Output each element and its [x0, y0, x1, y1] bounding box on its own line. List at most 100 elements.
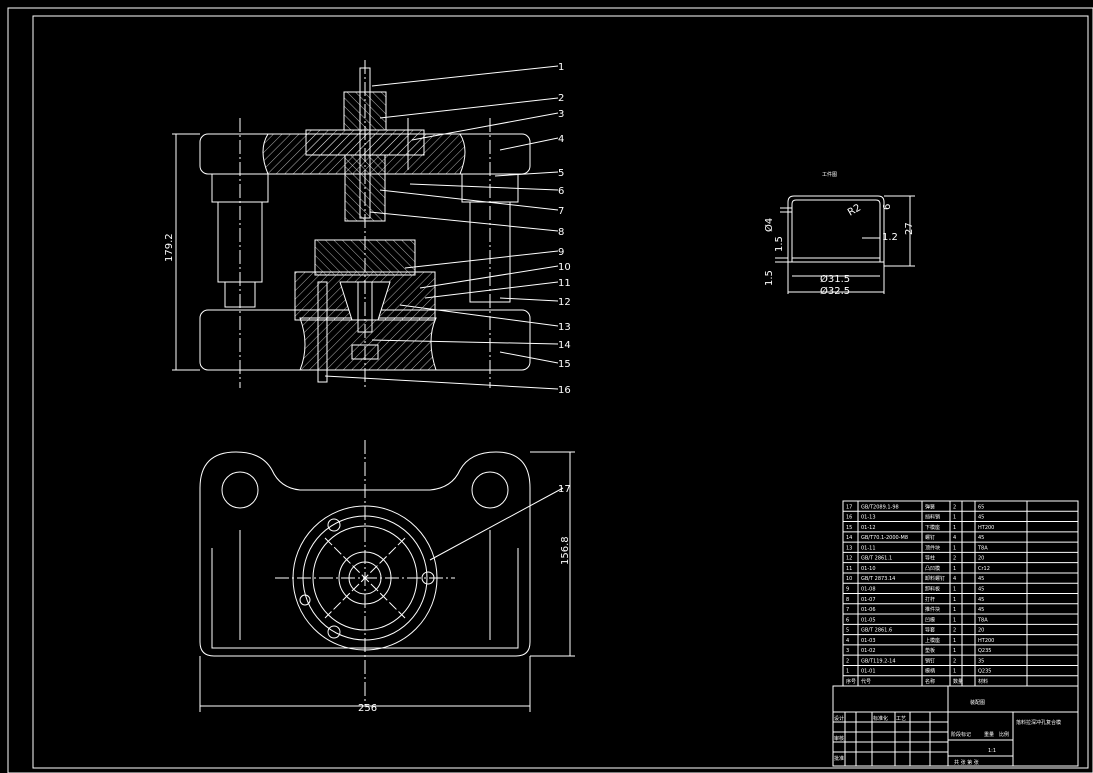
- bom-cell: GB/T2089.1-98: [861, 504, 899, 510]
- bom-cell: 2: [953, 556, 956, 562]
- bom-cell: Cr12: [978, 566, 990, 572]
- bom-cell: HT200: [978, 638, 994, 644]
- bom-cell: 01-08: [861, 587, 876, 593]
- bom-cell: 顶件块: [925, 544, 940, 551]
- bom-cell: 销钉: [925, 657, 935, 664]
- bom-cell: 14: [846, 535, 852, 541]
- bom-cell: 45: [978, 515, 984, 521]
- bom-cell: 导柱: [925, 555, 935, 562]
- bom-cell: 4: [953, 576, 956, 582]
- leader-17: 17: [558, 484, 571, 495]
- bom-cell: 1: [953, 597, 956, 603]
- bom-cell: 下模座: [925, 524, 940, 531]
- leader-16: 16: [558, 385, 571, 396]
- title-block: 装配图 落料拉深冲孔复合模 1:1 共 张 第 张 设计 审核 批准 工艺 标准…: [832, 685, 1079, 767]
- bom-cell: T8A: [977, 545, 988, 551]
- bom-cell: GB/T 2861.1: [861, 556, 892, 562]
- bom-cell: 1: [953, 566, 956, 572]
- bom-cell: 1: [846, 669, 849, 675]
- bom-cell: 9: [846, 587, 849, 593]
- bom-cell: 16: [846, 515, 852, 521]
- bom-cell: 45: [978, 535, 984, 541]
- bom-cell: 垫板: [925, 647, 935, 654]
- bom-cell: 导套: [925, 627, 935, 634]
- bom-cell: 45: [978, 607, 984, 613]
- bom-cell: 2: [953, 504, 956, 510]
- bom-cell: 01-10: [861, 566, 876, 572]
- dim-6: 6: [882, 204, 893, 210]
- bom-cell: Q235: [978, 648, 991, 654]
- title-company: 装配图: [970, 699, 985, 706]
- dim-height-part: 27: [904, 222, 915, 235]
- bom-cell: 3: [846, 648, 849, 654]
- title-approve: 批准: [834, 755, 844, 762]
- leader-4: 4: [558, 134, 564, 145]
- bom-cell: 15: [846, 525, 852, 531]
- bom-cell: GB/T70.1-2000-M8: [861, 535, 908, 541]
- bom-cell: 01-11: [861, 545, 876, 551]
- title-sheet: 共 张 第 张: [954, 759, 979, 766]
- title-weight: 重量: [984, 731, 994, 738]
- bom-cell: 7: [846, 607, 849, 613]
- title-stage: 阶段标记: [951, 731, 971, 738]
- leader-12: 12: [558, 297, 571, 308]
- bom-cell: 13: [846, 545, 852, 551]
- bom-cell: 65: [978, 504, 984, 510]
- bom-cell: Q235: [978, 669, 991, 675]
- leader-15: 15: [558, 359, 571, 370]
- bom-cell: 2: [953, 628, 956, 634]
- bom-cell: 1: [953, 669, 956, 675]
- dim-dia-outer: Ø32.5: [820, 285, 850, 297]
- bom-cell: 01-05: [861, 617, 876, 623]
- leader-7: 7: [558, 206, 564, 217]
- part-leaders: 1 2 3 4 5 6 7 8 9 10 11 12 13 14 15 16: [324, 62, 571, 396]
- bom-cell: 1: [953, 607, 956, 613]
- bom-cell: 2: [846, 658, 849, 664]
- outer-frame: [7, 7, 1093, 773]
- dim-1-2: 1.2: [882, 232, 898, 243]
- part-view-label: 工件图: [822, 171, 837, 178]
- bom-cell: 凹模: [925, 616, 935, 623]
- bom-header-cell: 名称: [925, 678, 935, 685]
- title-checker: 审核: [834, 735, 844, 742]
- leader-6: 6: [558, 186, 564, 197]
- bom-cell: 10: [846, 576, 852, 582]
- bom-cell: GB/T119.2-14: [861, 658, 896, 664]
- dim-radius: R2: [846, 202, 863, 218]
- bom-cell: 1: [953, 648, 956, 654]
- bom-cell: 4: [846, 638, 849, 644]
- part-view: 工件图 27 Ø31.5 Ø32.5 R2 6 1.2 Ø4 1.5 1.5: [763, 171, 915, 297]
- title-ratio: 比例: [999, 731, 1009, 738]
- bom-header-cell: 序号: [846, 678, 856, 685]
- leader-5: 5: [558, 168, 564, 179]
- leader-10: 10: [558, 262, 571, 273]
- bom-header-cell: 材料: [978, 678, 988, 685]
- bom-cell: 上模座: [925, 637, 940, 644]
- title-process: 工艺: [896, 716, 906, 722]
- dim-dia-4: Ø4: [763, 218, 775, 232]
- dim-height-plan: 156.8: [560, 536, 571, 565]
- bom-cell: 45: [978, 587, 984, 593]
- bom-cell: GB/T 2861.6: [861, 628, 892, 634]
- bom-cell: 20: [978, 628, 984, 634]
- bom-cell: 45: [978, 597, 984, 603]
- bom-cell: 01-02: [861, 648, 876, 654]
- dim-thick-2: 1.5: [764, 270, 775, 286]
- leader-8: 8: [558, 227, 564, 238]
- dim-width-plan: 256: [358, 703, 377, 714]
- bom-cell: 17: [846, 504, 852, 510]
- bom-cell: 1: [953, 587, 956, 593]
- leader-13: 13: [558, 322, 571, 333]
- bom-cell: 推件块: [925, 606, 940, 613]
- bom-cell: 1: [953, 545, 956, 551]
- leader-14: 14: [558, 340, 571, 351]
- bom-cell: 1: [953, 525, 956, 531]
- dim-thick-1: 1.5: [774, 236, 785, 252]
- bom-cell: 4: [953, 535, 956, 541]
- plan-view: 17 156.8 256: [199, 440, 575, 714]
- bom-cell: 01-13: [861, 515, 876, 521]
- bom-cell: T8A: [977, 617, 988, 623]
- bom-cell: 01-07: [861, 597, 876, 603]
- bom-cell: 1: [953, 617, 956, 623]
